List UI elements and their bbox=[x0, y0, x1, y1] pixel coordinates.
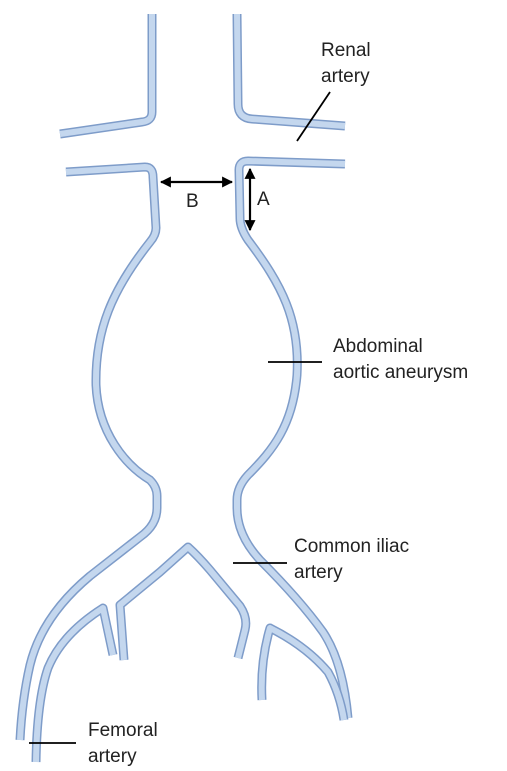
aneurysm-label: Abdominal aortic aneurysm bbox=[333, 336, 468, 383]
vessel-walls bbox=[20, 14, 348, 762]
aorta-left-wall bbox=[20, 167, 157, 740]
renal-artery-label: Renal artery bbox=[321, 40, 376, 87]
upper-aorta-left-wall bbox=[60, 14, 152, 134]
iliac-bifurcation-inner-wall bbox=[120, 547, 246, 660]
femoral-label: Femoral artery bbox=[88, 720, 163, 767]
measure-b-label: B bbox=[186, 191, 199, 212]
labels: Renal artery Abdominal aortic aneurysm C… bbox=[88, 40, 468, 767]
measurements: B A bbox=[161, 169, 270, 230]
measure-a-label: A bbox=[257, 189, 270, 210]
aorta-right-wall bbox=[237, 161, 348, 718]
renal-artery-leader bbox=[297, 92, 330, 141]
common-iliac-label: Common iliac artery bbox=[294, 536, 414, 583]
